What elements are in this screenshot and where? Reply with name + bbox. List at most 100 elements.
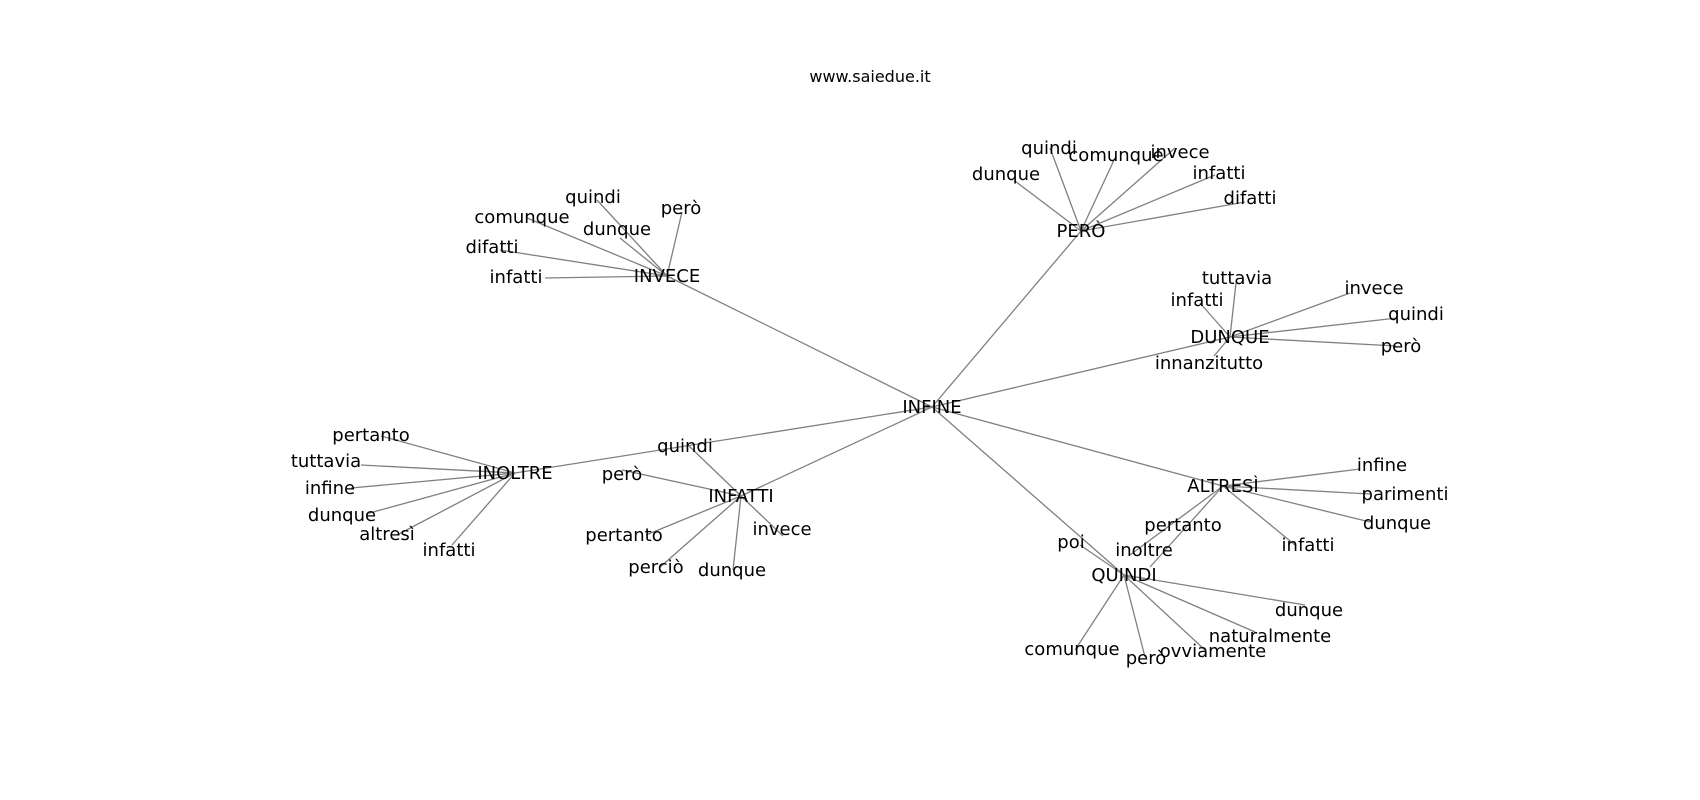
leaf-label-pero-0: quindi bbox=[1021, 138, 1077, 159]
leaf-label-inoltre-0: pertanto bbox=[332, 425, 409, 446]
edge-inoltre-leaf-3 bbox=[365, 472, 516, 515]
edge-invece-leaf-1 bbox=[666, 211, 683, 277]
leaf-label-altresi-1: parimenti bbox=[1362, 484, 1449, 505]
leaf-label-pero-4: infatti bbox=[1193, 163, 1246, 184]
edge-altresi-leaf-0 bbox=[1222, 468, 1361, 487]
edge-altresi-leaf-3 bbox=[1222, 485, 1371, 523]
edge-infatti-leaf-2 bbox=[645, 495, 742, 536]
leaf-label-infatti-3: invece bbox=[752, 519, 811, 540]
edge-quindi-leaf-5 bbox=[1123, 574, 1146, 658]
edge-infatti-leaf-0 bbox=[687, 444, 742, 497]
leaf-label-infatti-1: però bbox=[602, 464, 643, 485]
leaf-label-infatti-2: pertanto bbox=[585, 525, 662, 546]
leaf-label-pero-5: difatti bbox=[1224, 188, 1277, 209]
edge-pero-leaf-4 bbox=[1080, 174, 1216, 232]
edge-infine-inoltre bbox=[514, 406, 933, 474]
edge-infatti-leaf-3 bbox=[740, 495, 784, 537]
leaf-label-inoltre-2: infine bbox=[305, 478, 355, 499]
hub-label-inoltre: INOLTRE bbox=[477, 463, 552, 484]
edge-infatti-leaf-5 bbox=[732, 495, 742, 571]
labels-layer: quindi però comunque dunque difatti infatti qu… bbox=[291, 138, 1449, 669]
edge-pero-leaf-0 bbox=[1049, 147, 1082, 232]
hub-label-altresi: ALTRESÌ bbox=[1187, 475, 1258, 497]
leaf-label-quindi-2: naturalmente bbox=[1209, 626, 1331, 647]
edge-inoltre-leaf-4 bbox=[396, 472, 516, 536]
hub-label-dunque: DUNQUE bbox=[1190, 327, 1269, 348]
edge-dunque-leaf-2 bbox=[1199, 302, 1231, 338]
leaf-label-invece-2: comunque bbox=[474, 207, 569, 228]
edge-inoltre-leaf-1 bbox=[360, 464, 516, 474]
hub-label-infatti: INFATTI bbox=[708, 486, 773, 507]
edge-altresi-leaf-2 bbox=[1129, 485, 1224, 556]
leaf-label-altresi-3: dunque bbox=[1363, 513, 1431, 534]
edge-dunque-leaf-4 bbox=[1229, 336, 1397, 347]
leaf-label-quindi-4: ovviamente bbox=[1160, 641, 1267, 662]
edge-quindi-leaf-2 bbox=[1123, 574, 1256, 633]
leaf-label-pero-1: comunque bbox=[1068, 145, 1163, 166]
edge-infine-altresi bbox=[931, 406, 1224, 487]
edge-invece-leaf-4 bbox=[499, 249, 668, 277]
leaf-label-quindi-1: dunque bbox=[1275, 600, 1343, 621]
leaf-label-altresi-0: infine bbox=[1357, 455, 1407, 476]
edge-invece-leaf-0 bbox=[596, 199, 668, 277]
leaf-label-dunque-5: innanzitutto bbox=[1155, 353, 1263, 374]
edge-pero-leaf-5 bbox=[1080, 201, 1246, 232]
edge-quindi-leaf-4 bbox=[1123, 574, 1206, 651]
hub-label-quindi: QUINDI bbox=[1091, 565, 1156, 586]
edge-invece-leaf-2 bbox=[526, 217, 668, 277]
leaf-label-invece-0: quindi bbox=[565, 187, 621, 208]
edge-dunque-leaf-1 bbox=[1229, 292, 1351, 338]
edge-pero-leaf-1 bbox=[1080, 157, 1116, 232]
leaf-label-quindi-0: poi bbox=[1057, 532, 1084, 553]
leaf-label-invece-5: infatti bbox=[490, 267, 543, 288]
edges-layer bbox=[350, 147, 1398, 658]
edge-invece-leaf-3 bbox=[619, 237, 668, 277]
leaf-label-invece-4: difatti bbox=[466, 237, 519, 258]
edge-dunque-leaf-0 bbox=[1229, 282, 1237, 338]
edge-pero-leaf-3 bbox=[1014, 180, 1082, 232]
edge-quindi-leaf-0 bbox=[1079, 544, 1125, 576]
leaf-label-pero-3: dunque bbox=[972, 164, 1040, 185]
leaf-label-altresi-2: pertanto bbox=[1144, 515, 1221, 536]
leaf-label-infatti-0: quindi bbox=[657, 436, 713, 457]
edge-pero-leaf-2 bbox=[1080, 147, 1176, 232]
edge-altresi-leaf-1 bbox=[1222, 485, 1371, 495]
edge-dunque-leaf-5 bbox=[1213, 336, 1231, 357]
edge-inoltre-leaf-2 bbox=[350, 472, 516, 489]
leaf-label-infatti-5: dunque bbox=[698, 560, 766, 581]
leaf-label-dunque-0: tuttavia bbox=[1202, 268, 1272, 289]
leaf-label-dunque-1: invece bbox=[1344, 278, 1403, 299]
hub-label-pero: PERÒ bbox=[1057, 220, 1106, 242]
leaf-label-inoltre-3: dunque bbox=[308, 505, 376, 526]
edge-invece-leaf-5 bbox=[544, 275, 668, 279]
leaf-label-quindi-3: comunque bbox=[1024, 639, 1119, 660]
edge-infatti-leaf-4 bbox=[658, 495, 742, 569]
hub-label-invece: INVECE bbox=[634, 266, 700, 287]
leaf-label-inoltre-1: tuttavia bbox=[291, 451, 361, 472]
edge-quindi-leaf-1 bbox=[1123, 574, 1306, 606]
edge-infine-invece bbox=[666, 275, 933, 408]
edge-altresi-leaf-4 bbox=[1149, 485, 1224, 568]
leaf-label-dunque-2: infatti bbox=[1171, 290, 1224, 311]
site-title: www.saiedue.it bbox=[809, 67, 930, 86]
edge-infine-dunque bbox=[931, 336, 1231, 408]
leaf-label-altresi-4: inoltre bbox=[1115, 540, 1173, 561]
edge-altresi-leaf-5 bbox=[1222, 485, 1296, 546]
edge-infine-pero bbox=[931, 230, 1082, 408]
leaf-label-pero-2: invece bbox=[1150, 142, 1209, 163]
edge-infatti-leaf-1 bbox=[621, 469, 742, 497]
edge-infine-infatti bbox=[740, 406, 933, 497]
edge-quindi-leaf-3 bbox=[1074, 574, 1125, 651]
leaf-label-dunque-3: quindi bbox=[1388, 304, 1444, 325]
edge-infine-quindi bbox=[931, 406, 1125, 576]
leaf-label-invece-1: però bbox=[661, 198, 702, 219]
leaf-label-dunque-4: però bbox=[1381, 336, 1422, 357]
edge-inoltre-leaf-0 bbox=[380, 435, 516, 474]
leaf-label-inoltre-5: infatti bbox=[423, 540, 476, 561]
leaf-label-inoltre-4: altresì bbox=[359, 524, 415, 545]
leaf-label-altresi-5: infatti bbox=[1282, 535, 1335, 556]
hub-label-infine: INFINE bbox=[902, 397, 961, 418]
edge-inoltre-leaf-5 bbox=[451, 472, 516, 546]
leaf-label-infatti-4: perciò bbox=[628, 557, 683, 578]
